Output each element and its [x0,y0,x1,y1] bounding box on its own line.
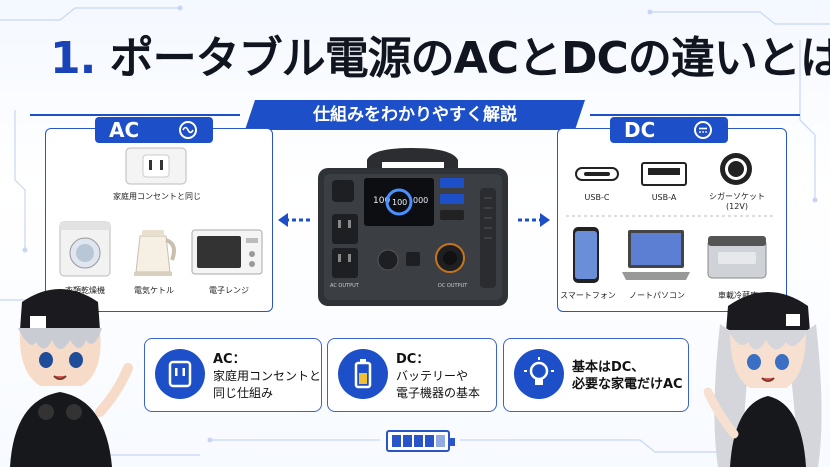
laptop-icon [622,230,690,280]
outlet-icon [155,349,205,399]
subtitle: 仕組みをわかりやすく解説 [313,105,517,125]
info-card-title: AC： [213,352,246,367]
arrow-right-icon [518,213,550,227]
info-card-line: 必要な家電だけAC [572,377,683,392]
arrow-left-icon [278,213,310,227]
dc-tab-label: DC [624,118,656,142]
usb-c-port-icon [575,167,619,181]
device-label: スマートフォン [560,291,616,300]
usb-a-port-icon [641,162,687,186]
appliance-label: 電気ケトル [134,286,174,295]
microwave-icon [191,229,263,275]
wall-outlet-icon [125,147,187,185]
character-right-illustration [703,292,822,467]
portable-power-station-image: 100 100 000 [318,148,508,306]
subtitle-band [245,100,585,130]
dc-panel-tab: DC [610,117,728,143]
device-label: ノートパソコン [629,291,685,300]
ac-output-label: AC OUTPUT [330,283,359,289]
info-card-line: 家庭用コンセントと [213,369,322,383]
appliance-label: 衣類乾燥機 [65,286,105,295]
port-label: USB-A [651,193,677,202]
battery-icon [338,349,388,399]
port-label: USB-C [584,193,610,202]
character-left-illustration [10,289,133,467]
info-card-line: 同じ仕組み [213,386,274,400]
subtitle-rule [30,114,800,116]
svg-text:100: 100 [392,198,407,207]
info-card-text: AC： 家庭用コンセントと 同じ仕組み [213,351,321,402]
ac-tab-label: AC [109,118,140,142]
page-title: 1. ポータブル電源のACとDCの違いとは？ [50,30,830,88]
smartphone-icon [573,227,599,283]
title-number: 1. [50,33,96,84]
info-card-line: バッテリーや [396,369,469,383]
svg-text:100: 100 [373,196,390,206]
info-card-line: 電子機器の基本 [396,386,481,400]
ac-outlet-caption: 家庭用コンセントと同じ [113,192,201,201]
lightbulb-icon [514,349,564,399]
kettle-icon [134,230,176,276]
appliance-label: 電子レンジ [209,286,249,295]
info-card-dc: DC： バッテリーや 電子機器の基本 [327,338,497,412]
svg-text:000: 000 [413,196,428,205]
dc-output-label: DC OUTPUT [438,283,468,289]
info-card-text: DC： バッテリーや 電子機器の基本 [396,351,480,402]
dc-panel-divider [566,215,776,217]
cigarette-socket-icon [720,153,752,185]
car-fridge-icon [707,236,767,279]
title-text: ポータブル電源のACとDCの違いとは？ [109,33,830,84]
port-label-sub: (12V) [726,202,748,211]
ac-panel-tab: AC [95,117,213,143]
info-card-text: 基本はDC、 必要な家電だけAC [572,359,683,393]
dc-symbol-icon [694,121,712,139]
info-card-ac: AC： 家庭用コンセントと 同じ仕組み [144,338,322,412]
sine-wave-icon [179,121,197,139]
port-label: シガーソケット [709,192,765,201]
dryer-icon [59,221,111,277]
info-card-title: 基本はDC、 [572,360,645,375]
device-label: 車載冷蔵庫 [718,291,758,300]
battery-charge-icon [386,430,455,452]
info-card-summary: 基本はDC、 必要な家電だけAC [503,338,689,412]
info-card-title: DC： [396,352,430,367]
